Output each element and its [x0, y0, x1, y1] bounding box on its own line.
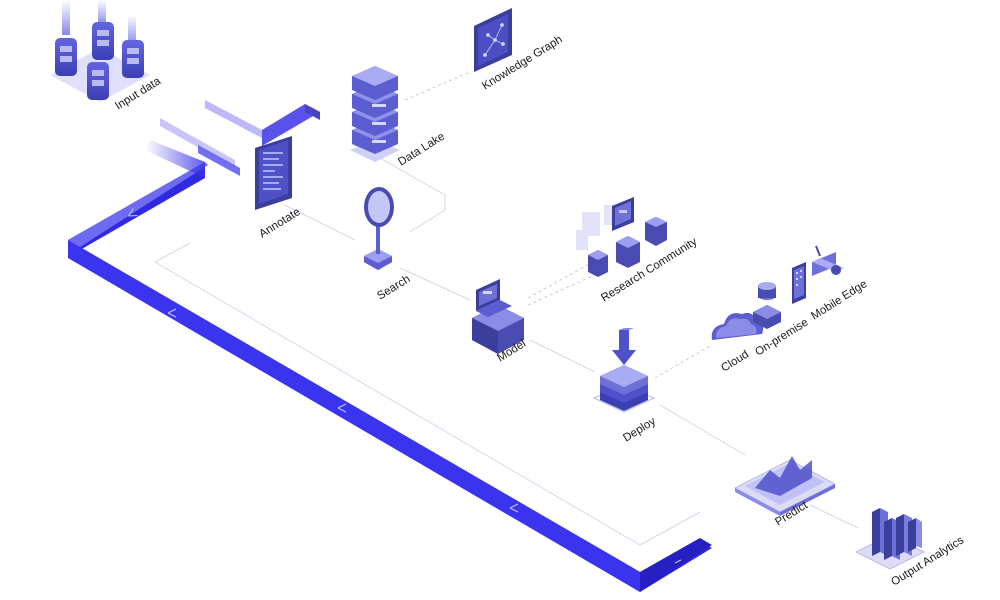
- on-premise-icon: [753, 282, 781, 329]
- cloud-label: Cloud: [719, 348, 751, 374]
- data-lake-label: Data Lake: [396, 131, 447, 169]
- data-lake-icon: [350, 66, 400, 162]
- output-analytics-icon: [854, 508, 926, 570]
- cloud-icon: [711, 312, 764, 340]
- connector-lines: [153, 71, 859, 546]
- input-data-icon: [50, 0, 150, 102]
- search-icon: [364, 187, 394, 270]
- conveyor-chevrons: [128, 208, 682, 564]
- annotate-icon: [255, 136, 292, 210]
- predict-icon: [733, 456, 837, 516]
- mobile-label: Mobile: [809, 294, 844, 322]
- deploy-label: Deploy: [621, 415, 658, 444]
- deploy-icon: [592, 328, 656, 413]
- research-community-label: Research Community: [599, 236, 699, 305]
- main-conveyor: [68, 140, 712, 592]
- input-ribbons: [160, 100, 320, 176]
- mobile-icon: [792, 262, 806, 304]
- edge-label: Edge: [840, 278, 869, 302]
- knowledge-graph-icon: [474, 8, 512, 72]
- edge-icon: [812, 245, 844, 276]
- research-community-icon: [576, 197, 667, 277]
- model-icon: [472, 279, 524, 354]
- search-label: Search: [375, 273, 412, 302]
- annotate-label: Annotate: [257, 206, 302, 241]
